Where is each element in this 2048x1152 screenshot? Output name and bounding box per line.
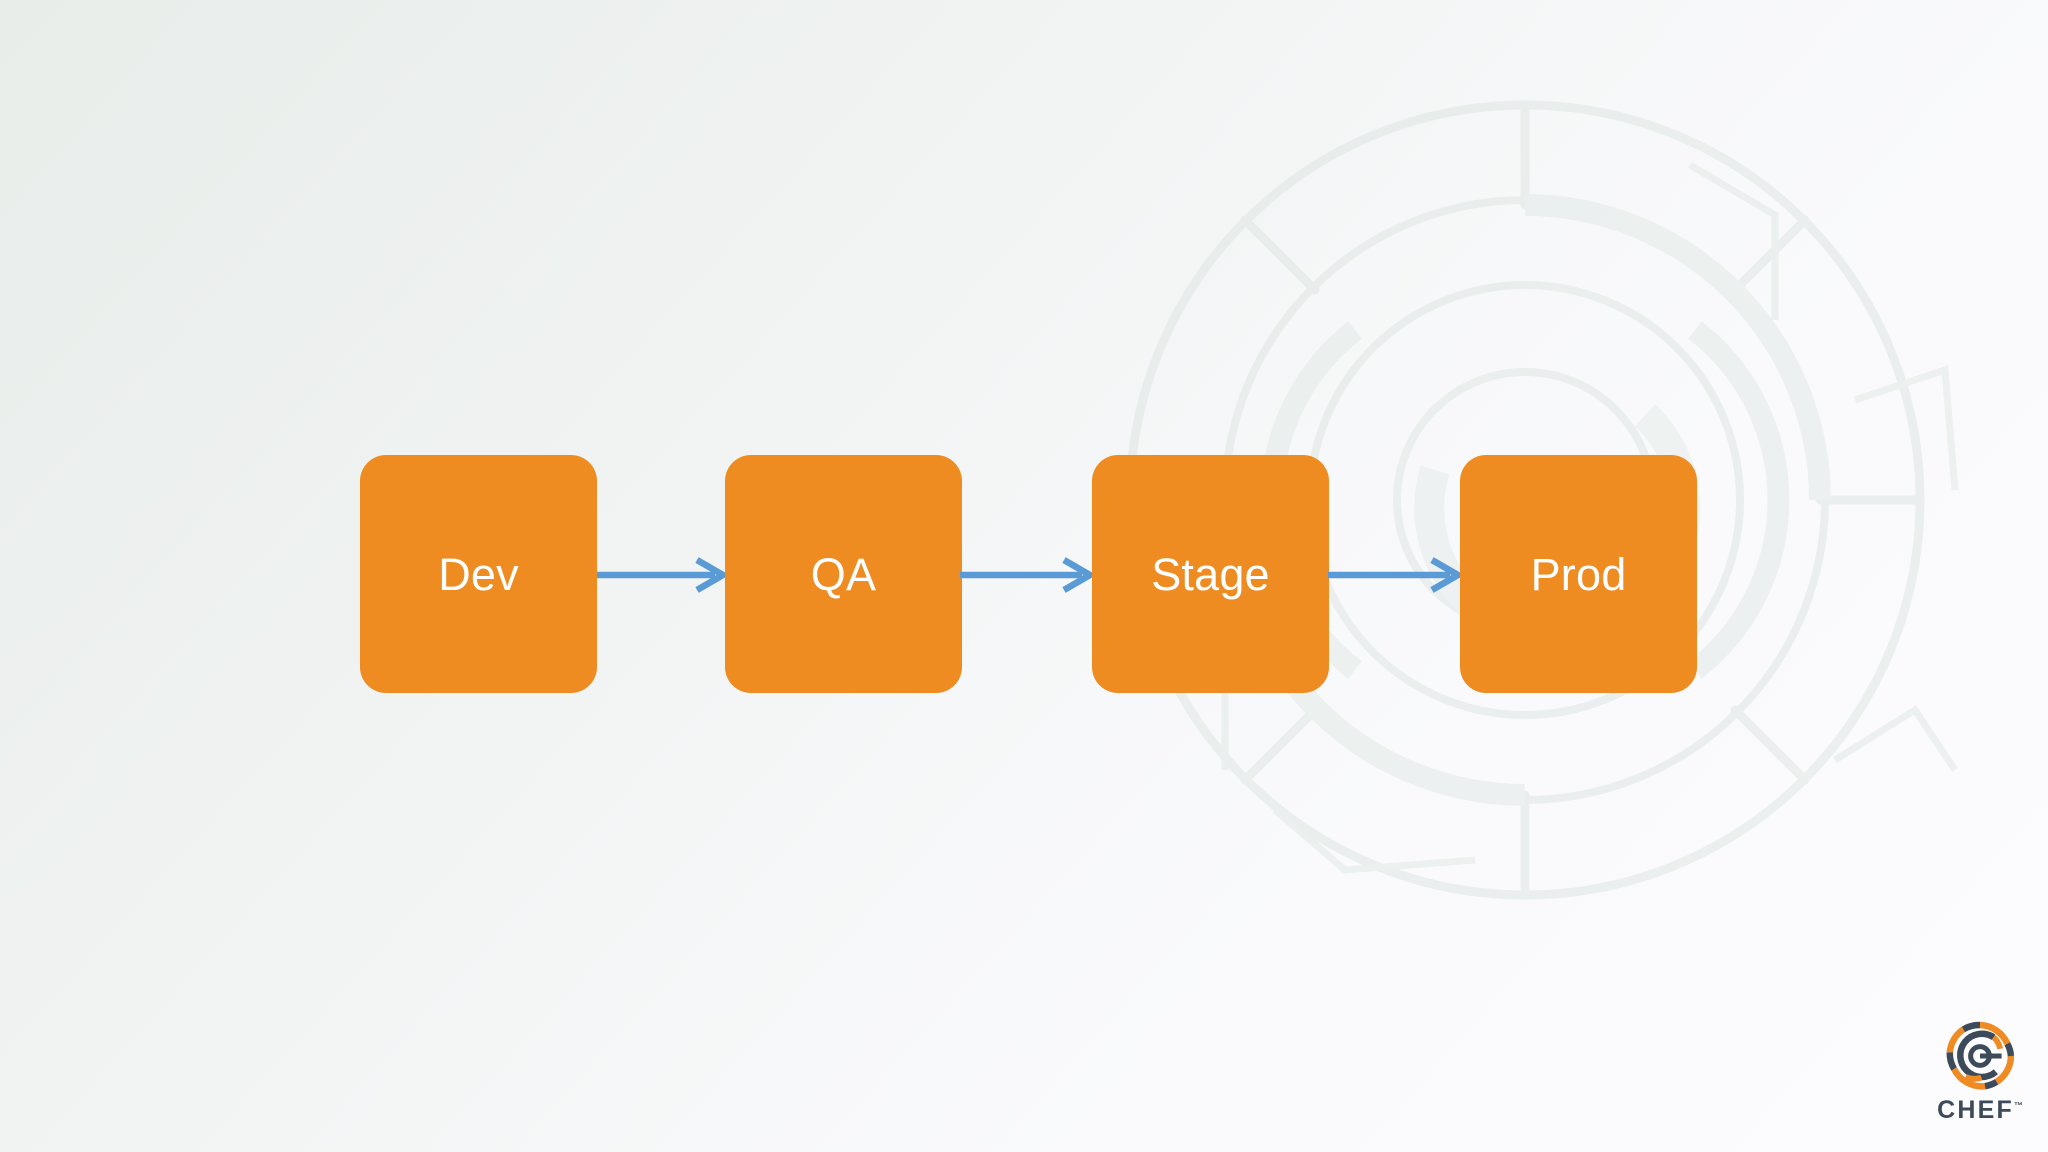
pipeline-node-qa[interactable]: QA	[725, 455, 962, 693]
pipeline-arrow-qa-to-stage	[960, 552, 1097, 598]
pipeline-node-label: Stage	[1151, 548, 1270, 600]
pipeline-node-label: Dev	[438, 548, 519, 600]
pipeline-arrow-dev-to-qa	[597, 552, 730, 598]
pipeline-node-label: QA	[810, 548, 877, 600]
pipeline-arrow-stage-to-prod	[1328, 552, 1465, 598]
chef-gear-icon	[1944, 1020, 2016, 1092]
pipeline-node-label: Prod	[1530, 548, 1627, 600]
pipeline-node-dev[interactable]: Dev	[360, 455, 597, 693]
chef-wordmark: CHEF™	[1930, 1096, 2030, 1125]
chef-brand-logo: CHEF™	[1930, 1020, 2030, 1132]
trademark-symbol: ™	[2013, 1100, 2023, 1111]
pipeline-node-stage[interactable]: Stage	[1092, 455, 1329, 693]
chef-wordmark-text: CHEF	[1937, 1096, 2014, 1124]
pipeline-node-prod[interactable]: Prod	[1460, 455, 1697, 693]
